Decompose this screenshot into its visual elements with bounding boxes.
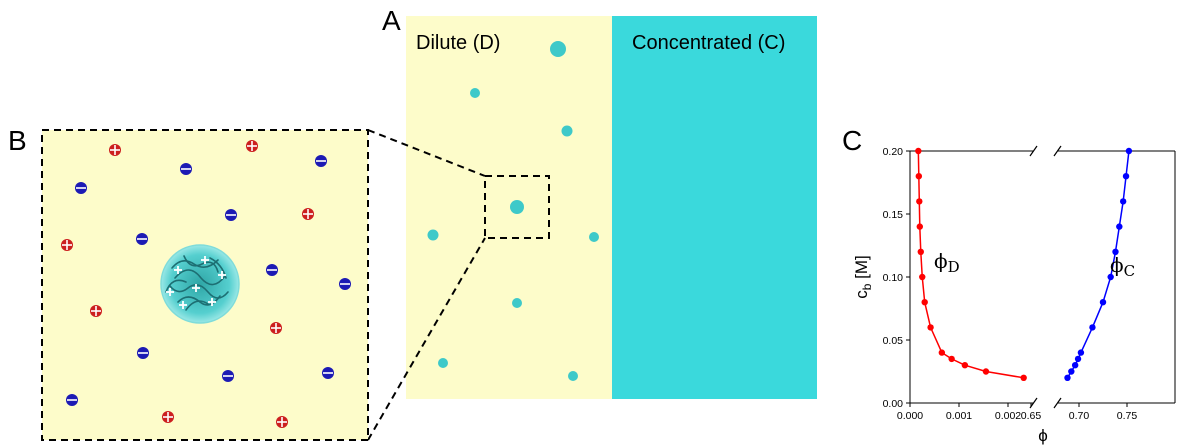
droplet-icon	[589, 232, 599, 242]
condensate-droplet-icon	[160, 244, 240, 324]
droplet-icon	[510, 200, 524, 214]
data-point	[1020, 374, 1027, 381]
x-tick-label: 0.75	[1117, 410, 1138, 422]
data-point	[1064, 374, 1071, 381]
y-axis-label: cb [M]	[852, 255, 874, 299]
data-point	[1099, 299, 1107, 306]
series-label: ϕC	[1110, 253, 1135, 280]
cation-icon	[276, 416, 288, 428]
droplet-icon	[438, 358, 448, 368]
cation-icon	[90, 305, 102, 317]
data-point	[916, 198, 923, 205]
y-tick-label: 0.10	[883, 272, 904, 284]
anion-icon	[136, 233, 148, 245]
y-tick-label: 0.20	[883, 146, 904, 158]
zoom-box	[484, 175, 550, 239]
anion-icon	[137, 347, 149, 359]
cation-icon	[246, 140, 258, 152]
anion-icon	[75, 182, 87, 194]
y-tick-label: 0.05	[883, 335, 904, 347]
zoom-connector-top	[367, 129, 486, 177]
axis-break-mark	[1029, 145, 1038, 157]
data-point	[1116, 223, 1123, 230]
y-tick-label: 0.15	[883, 209, 904, 221]
x-tick-label: 0.002	[995, 410, 1021, 422]
axis-break-mark	[1053, 145, 1062, 157]
data-point	[1125, 147, 1133, 155]
cation-icon	[270, 322, 282, 334]
droplet-icon	[470, 88, 480, 98]
data-point	[915, 147, 922, 155]
cation-icon	[302, 208, 314, 220]
data-point	[1074, 355, 1082, 363]
data-point	[1122, 173, 1130, 180]
data-point	[1071, 362, 1079, 369]
anion-icon	[322, 367, 334, 379]
data-point	[961, 362, 969, 369]
data-point	[1077, 349, 1085, 356]
cation-icon	[162, 411, 174, 423]
zoom-inset-border	[41, 129, 369, 441]
series-label: ϕD	[934, 249, 960, 276]
droplet-icon	[568, 371, 578, 381]
data-point	[917, 248, 924, 255]
anion-icon	[180, 163, 192, 175]
droplet-icon	[550, 41, 566, 57]
droplet-icon	[561, 125, 573, 137]
cation-icon	[109, 144, 121, 156]
data-point	[982, 368, 990, 375]
ion-group	[61, 140, 351, 428]
dilute-label: Dilute (D)	[416, 32, 500, 54]
droplet-group	[427, 41, 599, 381]
series-dilute: ϕD	[915, 147, 1027, 381]
x-tick-label: 0.65	[1021, 410, 1042, 422]
data-point	[1119, 198, 1127, 205]
data-point	[919, 273, 926, 281]
anion-icon	[315, 155, 327, 167]
droplet-icon	[427, 229, 439, 241]
y-tick-label: 0.00	[883, 398, 904, 410]
panel-b-letter: B	[8, 125, 27, 156]
cation-icon	[61, 239, 73, 251]
data-point	[916, 223, 923, 230]
panel-b: B	[8, 125, 369, 441]
zoom-connector-bottom	[367, 237, 486, 441]
series-concentrated: ϕC	[1064, 147, 1135, 381]
data-point	[948, 355, 955, 363]
concentrated-region	[612, 16, 817, 399]
x-axis-label: ϕ	[1038, 426, 1048, 445]
anion-icon	[222, 370, 234, 382]
x-tick-label: 0.70	[1069, 410, 1090, 422]
data-point	[1089, 324, 1096, 331]
panel-a: A Dilute (D) Concentrated (C)	[367, 5, 817, 441]
data-point	[1112, 248, 1119, 255]
data-point	[921, 299, 928, 306]
x-tick-label: 0.001	[946, 410, 972, 422]
panel-c-letter: C	[842, 125, 862, 156]
anion-icon	[266, 264, 278, 276]
concentrated-label: Concentrated (C)	[632, 32, 785, 54]
panel-a-letter: A	[382, 5, 401, 36]
anion-icon	[225, 209, 237, 221]
anion-icon	[339, 278, 351, 290]
x-tick-label: 0.000	[897, 410, 923, 422]
axis-break-mark	[1053, 397, 1062, 409]
dilute-region	[406, 16, 612, 399]
droplet-icon	[512, 298, 522, 308]
data-point	[1068, 368, 1075, 375]
data-point	[927, 324, 934, 331]
data-point	[915, 173, 923, 180]
data-point	[938, 349, 946, 356]
anion-icon	[66, 394, 78, 406]
data-point	[1107, 273, 1114, 281]
